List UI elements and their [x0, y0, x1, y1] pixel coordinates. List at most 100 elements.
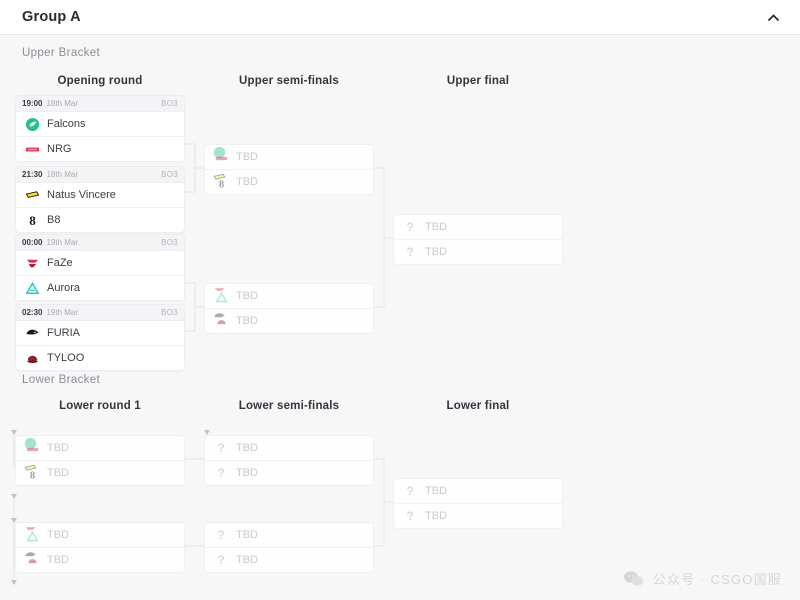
match-card[interactable]: TBD 8 TBD — [205, 145, 373, 194]
match-date: 19th Mar — [46, 238, 79, 247]
watermark: 公众号 · CSGO国服 — [623, 569, 782, 588]
match-format: BO3 — [161, 308, 178, 317]
faze-logo — [24, 255, 40, 271]
match-team-row[interactable]: TBD — [205, 284, 373, 309]
team-name: Falcons — [47, 118, 86, 130]
faze-aurora-stack — [213, 287, 231, 305]
match-team-row[interactable]: Falcons — [16, 112, 184, 137]
team-name: TBD — [236, 467, 258, 479]
team-name: TBD — [425, 246, 447, 258]
question-icon: ? — [217, 441, 225, 455]
team-name: FURIA — [47, 327, 80, 339]
match-card[interactable]: 19:00 18th Mar BO3 Falcons NRG — [16, 96, 184, 161]
match-card[interactable]: 00:00 19th Mar BO3 FaZe Aurora — [16, 235, 184, 300]
match-team-row[interactable]: 8 TBD — [205, 170, 373, 194]
match-card[interactable]: TBD 8 TBD — [16, 436, 184, 485]
tyloo-logo — [24, 350, 40, 366]
match-time: 21:30 — [22, 170, 43, 179]
team-name: TBD — [425, 485, 447, 497]
round-label-lower-final: Lower final — [446, 400, 510, 412]
match-team-row[interactable]: TYLOO — [16, 346, 184, 370]
svg-text:8: 8 — [30, 471, 35, 481]
match-card[interactable]: TBD TBD — [16, 523, 184, 572]
question-icon: ? — [406, 220, 414, 234]
wechat-icon — [623, 570, 644, 586]
navi-b8-stack: 8 — [213, 173, 231, 191]
team-name: TBD — [47, 442, 69, 454]
match-card[interactable]: 02:30 19th Mar BO3 FURIA TYLOO — [16, 305, 184, 370]
team-name: TBD — [236, 290, 258, 302]
match-team-row[interactable]: FURIA — [16, 321, 184, 346]
match-team-row[interactable]: TBD — [16, 523, 184, 548]
match-team-row[interactable]: ? TBD — [205, 461, 373, 485]
match-team-row[interactable]: TBD — [205, 145, 373, 170]
furia-tyloo-stack — [24, 551, 42, 569]
team-name: TBD — [47, 554, 69, 566]
match-card[interactable]: ? TBD ? TBD — [394, 479, 562, 528]
match-date: 19th Mar — [46, 308, 79, 317]
b8-logo: 8 — [24, 212, 40, 228]
furia-logo — [24, 325, 40, 341]
match-team-row[interactable]: NRG — [16, 137, 184, 161]
team-name: Aurora — [47, 282, 81, 294]
match-card[interactable]: ? TBD ? TBD — [205, 523, 373, 572]
match-date: 18th Mar — [46, 170, 79, 179]
match-card[interactable]: ? TBD ? TBD — [205, 436, 373, 485]
match-format: BO3 — [161, 99, 178, 108]
match-format: BO3 — [161, 238, 178, 247]
match-team-row[interactable]: 8 B8 — [16, 208, 184, 232]
match-card[interactable]: 21:30 18th Mar BO3 Natus Vincere 8 B8 — [16, 167, 184, 232]
group-header: Group A — [0, 0, 800, 35]
svg-text:8: 8 — [219, 180, 224, 190]
aurora-logo — [24, 280, 40, 296]
team-name: TBD — [236, 315, 258, 327]
match-team-row[interactable]: ? TBD — [394, 240, 562, 264]
match-team-row[interactable]: ? TBD — [205, 436, 373, 461]
team-name: TBD — [425, 510, 447, 522]
team-name: TBD — [236, 554, 258, 566]
match-team-row[interactable]: TBD — [16, 548, 184, 572]
match-team-row[interactable]: ? TBD — [394, 504, 562, 528]
match-team-row[interactable]: ? TBD — [394, 479, 562, 504]
match-meta: 00:00 19th Mar BO3 — [16, 235, 184, 251]
question-icon: ? — [406, 509, 414, 523]
match-meta: 02:30 19th Mar BO3 — [16, 305, 184, 321]
match-team-row[interactable]: ? TBD — [205, 523, 373, 548]
match-team-row[interactable]: 8 TBD — [16, 461, 184, 485]
match-meta: 21:30 18th Mar BO3 — [16, 167, 184, 183]
question-icon: ? — [406, 245, 414, 259]
match-card[interactable]: ? TBD ? TBD — [394, 215, 562, 264]
question-icon: ? — [217, 553, 225, 567]
page-title: Group A — [22, 9, 81, 25]
furia-tyloo-stack — [213, 312, 231, 330]
match-team-row[interactable]: TBD — [16, 436, 184, 461]
match-team-row[interactable]: ? TBD — [205, 548, 373, 572]
match-format: BO3 — [161, 170, 178, 179]
match-time: 19:00 — [22, 99, 43, 108]
team-name: B8 — [47, 214, 61, 226]
round-label-opening-round: Opening round — [57, 75, 143, 87]
match-card[interactable]: TBD TBD — [205, 284, 373, 333]
nrg-logo — [24, 141, 40, 157]
match-team-row[interactable]: FaZe — [16, 251, 184, 276]
navi-logo — [24, 187, 40, 203]
team-name: TBD — [425, 221, 447, 233]
match-team-row[interactable]: Aurora — [16, 276, 184, 300]
match-date: 18th Mar — [46, 99, 79, 108]
match-team-row[interactable]: ? TBD — [394, 215, 562, 240]
team-name: TBD — [236, 529, 258, 541]
svg-text:8: 8 — [29, 213, 36, 228]
match-meta: 19:00 18th Mar BO3 — [16, 96, 184, 112]
lower-bracket-label: Lower Bracket — [22, 374, 101, 386]
team-name: NRG — [47, 143, 72, 155]
round-label-lower-semi-finals: Lower semi-finals — [238, 400, 340, 412]
falcons-nrg-stack — [24, 437, 42, 457]
round-label-lower-round-1: Lower round 1 — [59, 400, 141, 412]
collapse-group-button[interactable] — [764, 9, 782, 25]
match-team-row[interactable]: TBD — [205, 309, 373, 333]
team-name: TBD — [47, 529, 69, 541]
team-name: TBD — [47, 467, 69, 479]
team-name: TBD — [236, 442, 258, 454]
match-team-row[interactable]: Natus Vincere — [16, 183, 184, 208]
